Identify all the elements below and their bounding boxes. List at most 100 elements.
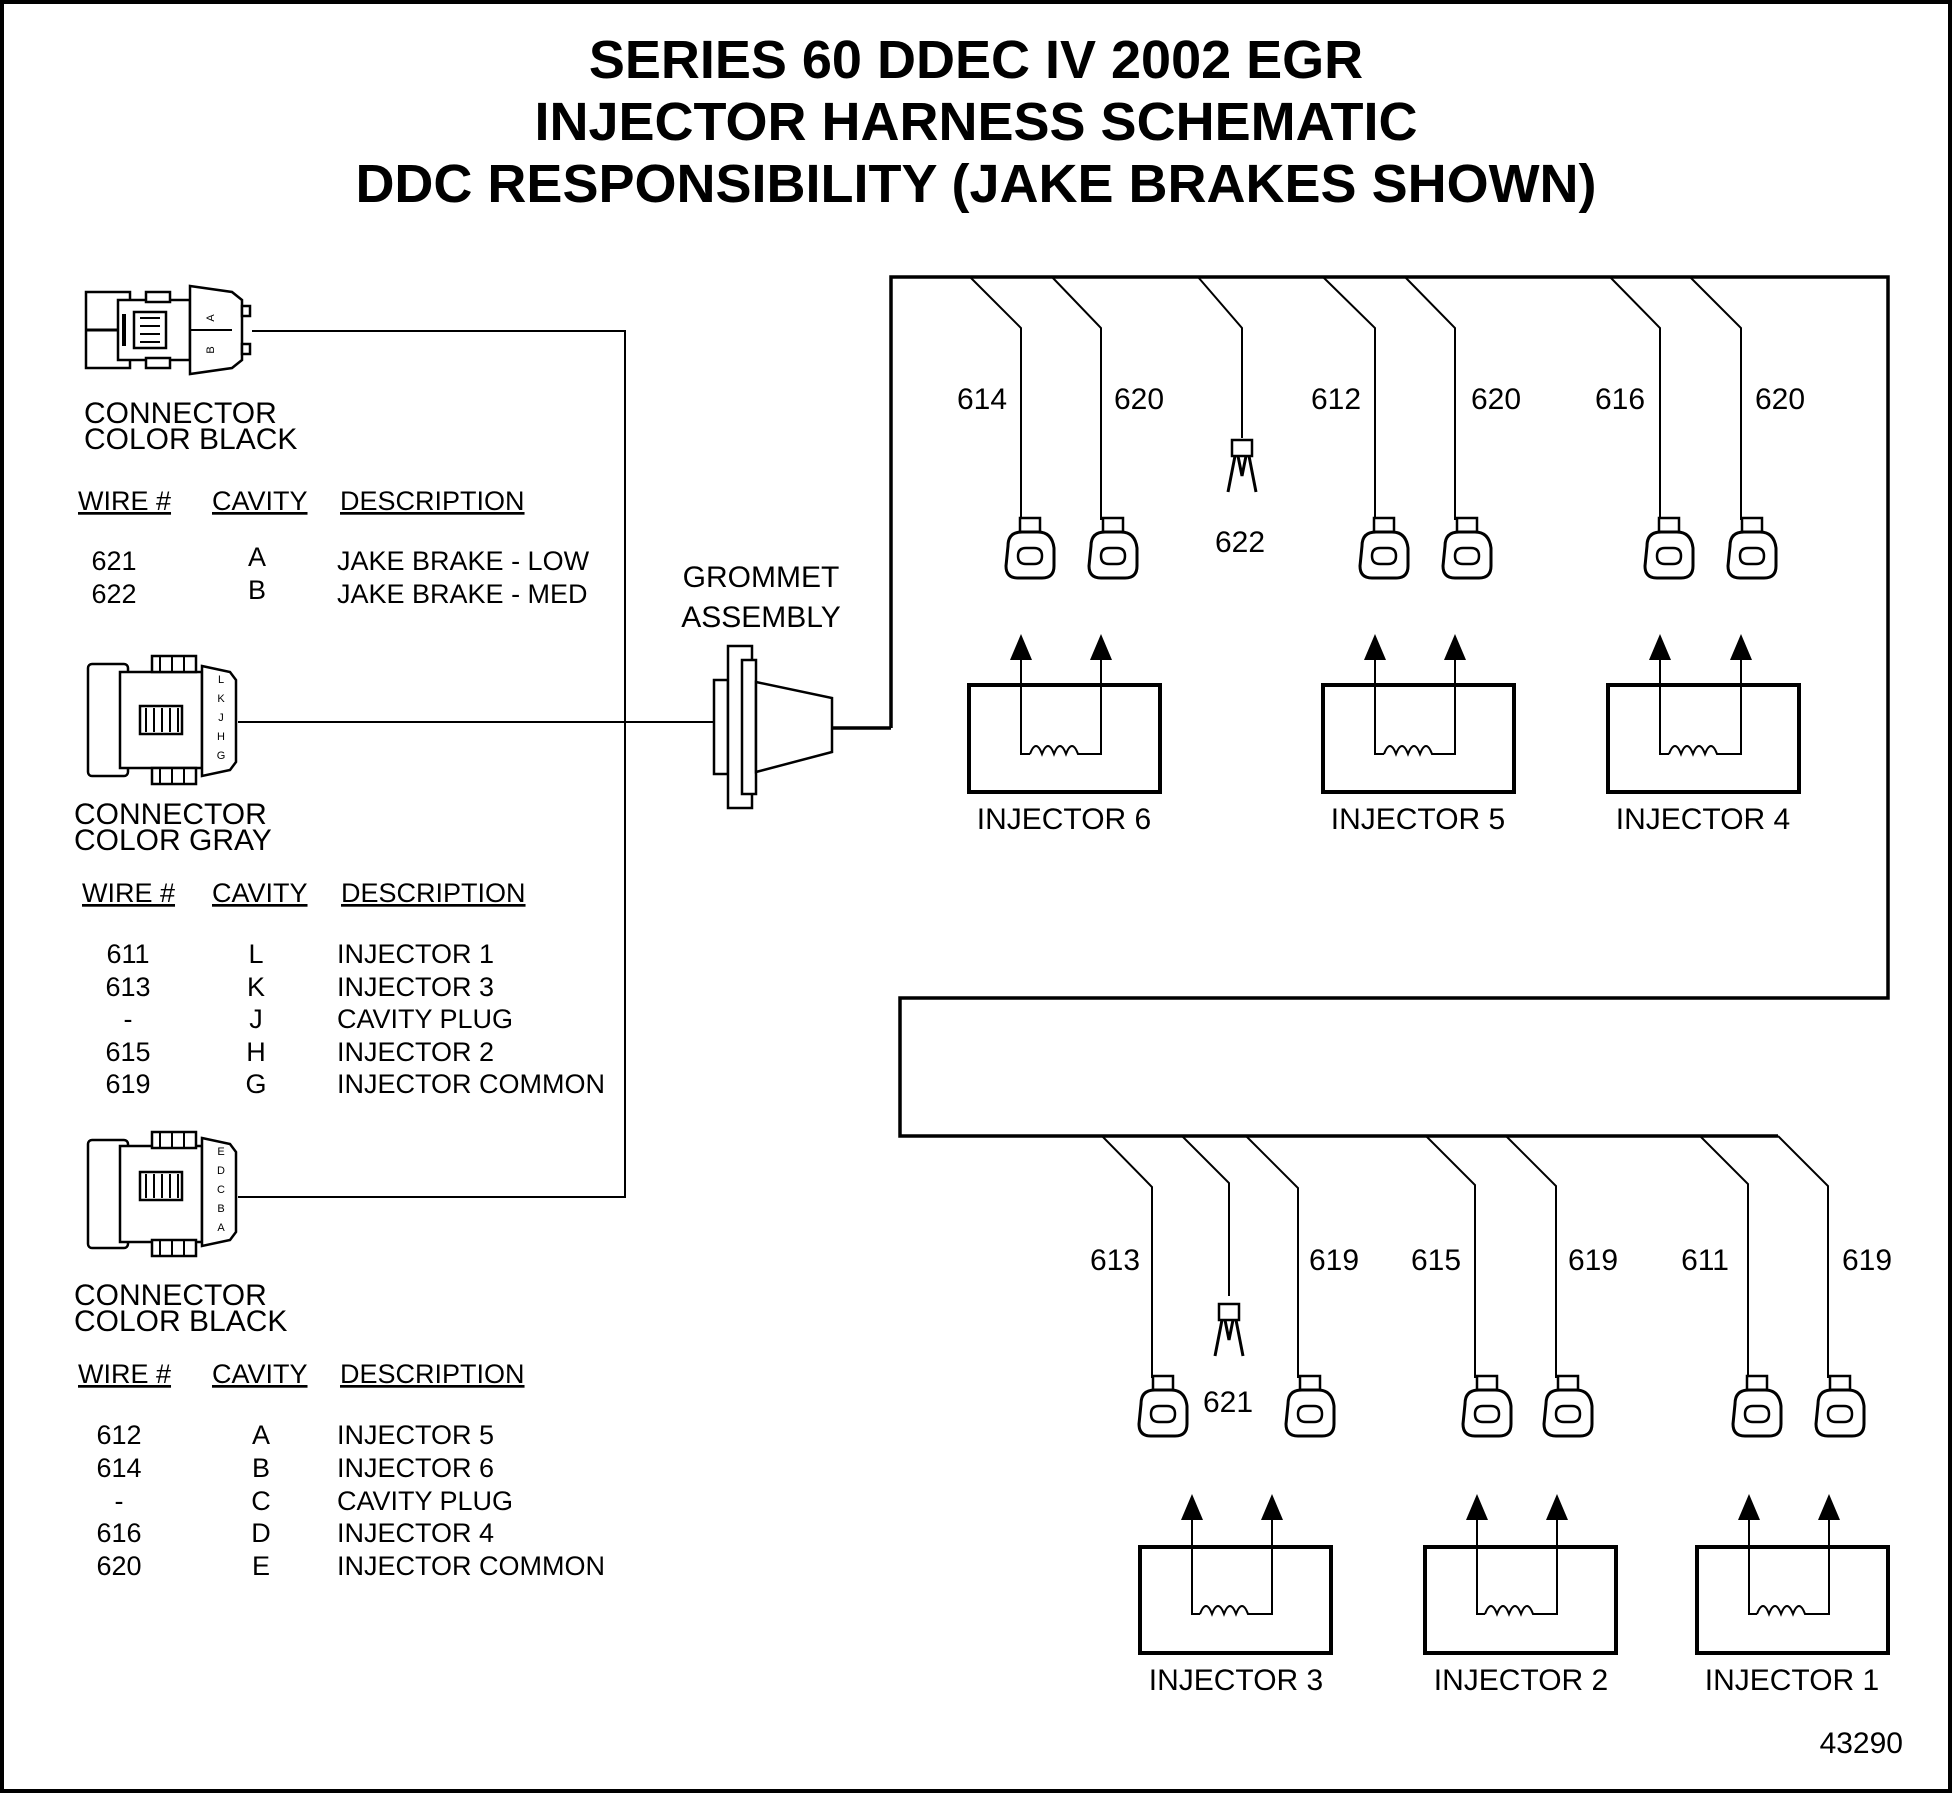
- connector-3-cavity: D: [217, 1165, 225, 1177]
- table-3-description: CAVITY PLUG: [337, 1486, 513, 1516]
- connector-harness-leads: [238, 330, 718, 1198]
- injector-terminal: [1441, 516, 1493, 580]
- grommet-label-1: GROMMET: [683, 561, 840, 594]
- injector-terminal: [1004, 516, 1056, 580]
- connector-2-label-2: COLOR GRAY: [74, 824, 272, 857]
- top-wire-numbers: 614 620 612 620 616 620 622: [957, 383, 1805, 559]
- table-2-wire: -: [124, 1004, 133, 1034]
- table-3-cavity: B: [252, 1453, 270, 1483]
- table-2-description: INJECTOR 1: [337, 939, 494, 969]
- table-2-row: 611 L INJECTOR 1: [106, 939, 494, 969]
- table-2-wire: 619: [105, 1069, 150, 1099]
- connector-2-cavity: K: [217, 693, 225, 705]
- jake-brake-plug-621: [1213, 1302, 1245, 1358]
- injector-label: INJECTOR 1: [1705, 1664, 1879, 1697]
- wire-label: 620: [1755, 383, 1805, 416]
- connector-black-2way: A B: [84, 284, 252, 376]
- connector-1-cavity-a: A: [205, 314, 217, 322]
- injector-terminal: [1087, 516, 1139, 580]
- table-1-wire: 621: [91, 546, 136, 576]
- wire-label: 619: [1568, 1244, 1618, 1277]
- table-3-row: 620 E INJECTOR COMMON: [96, 1551, 605, 1581]
- table-1-row: 622 B JAKE BRAKE - MED: [91, 575, 587, 609]
- table-3-cavity: E: [252, 1551, 270, 1581]
- table-1-header-wire: WIRE #: [78, 486, 171, 516]
- table-3-description: INJECTOR 5: [337, 1420, 494, 1450]
- injector-terminal: [1726, 516, 1778, 580]
- connector-2-cavity: H: [217, 731, 225, 743]
- table-2-row: 619 G INJECTOR COMMON: [105, 1069, 605, 1099]
- wire-label: 611: [1681, 1244, 1729, 1277]
- connector-3-cavity: C: [217, 1184, 225, 1196]
- injector-terminal: [1461, 1374, 1513, 1438]
- figure-number: 43290: [1820, 1727, 1903, 1760]
- table-1-row: 621 A JAKE BRAKE - LOW: [91, 542, 589, 576]
- table-2-header-description: DESCRIPTION: [341, 878, 526, 908]
- injector-terminal: [1137, 1374, 1189, 1438]
- table-3-wire: -: [115, 1486, 124, 1516]
- table-1-cavity: B: [248, 575, 266, 605]
- connector-black-5way: E D C B A: [86, 1130, 238, 1258]
- wire-label: 619: [1842, 1244, 1892, 1277]
- table-3-wire: 612: [96, 1420, 141, 1450]
- top-harness-branches: [969, 276, 1742, 520]
- table-3-description: INJECTOR COMMON: [337, 1551, 605, 1581]
- injector-2: INJECTOR 2: [1423, 1494, 1618, 1697]
- table-3-cavity: C: [251, 1486, 271, 1516]
- grommet-label-2: ASSEMBLY: [681, 601, 841, 634]
- connector-2-cavity: G: [217, 750, 226, 762]
- injector-label: INJECTOR 2: [1434, 1664, 1608, 1697]
- table-3-row: 616 D INJECTOR 4: [96, 1518, 494, 1548]
- injector-label: INJECTOR 3: [1149, 1664, 1323, 1697]
- table-2-description: CAVITY PLUG: [337, 1004, 513, 1034]
- table-3-header-wire: WIRE #: [78, 1359, 171, 1389]
- table-1-description: JAKE BRAKE - LOW: [337, 546, 590, 576]
- injector-3: INJECTOR 3: [1138, 1494, 1333, 1697]
- wire-label: 620: [1471, 383, 1521, 416]
- connector-1-label-2: COLOR BLACK: [84, 423, 297, 456]
- grommet-assembly: [712, 644, 891, 810]
- table-3-cavity: D: [251, 1518, 271, 1548]
- table-2-cavity: L: [248, 939, 263, 969]
- injector-label: INJECTOR 6: [977, 803, 1151, 836]
- injector-terminal: [1643, 516, 1695, 580]
- connector-3-cavity: A: [217, 1222, 225, 1234]
- injector-label: INJECTOR 4: [1616, 803, 1790, 836]
- injector-terminal: [1542, 1374, 1594, 1438]
- bottom-harness-branches: [1101, 1135, 1829, 1378]
- table-2-cavity: H: [246, 1037, 266, 1067]
- connector-3-label-1: CONNECTOR: [74, 1279, 267, 1312]
- injector-terminal: [1284, 1374, 1336, 1438]
- connector-2-label-1: CONNECTOR: [74, 798, 267, 831]
- connector-1-label-1: CONNECTOR: [84, 397, 277, 430]
- table-3-row: 612 A INJECTOR 5: [96, 1420, 494, 1450]
- table-3-row: 614 B INJECTOR 6: [96, 1453, 494, 1483]
- title-line-1: SERIES 60 DDEC IV 2002 EGR: [589, 30, 1363, 90]
- table-2-row: 613 K INJECTOR 3: [105, 972, 494, 1002]
- table-1-wire: 622: [91, 579, 136, 609]
- table-3-description: INJECTOR 4: [337, 1518, 494, 1548]
- injector-4: INJECTOR 4: [1606, 634, 1801, 836]
- injector-label: INJECTOR 5: [1331, 803, 1505, 836]
- table-3-row: - C CAVITY PLUG: [115, 1486, 514, 1516]
- wire-label: 620: [1114, 383, 1164, 416]
- table-1-description: JAKE BRAKE - MED: [337, 579, 588, 609]
- table-2-wire: 615: [105, 1037, 150, 1067]
- table-3-cavity: A: [252, 1420, 270, 1450]
- wire-label: 613: [1090, 1244, 1140, 1277]
- table-2-header-wire: WIRE #: [82, 878, 175, 908]
- table-3-header-description: DESCRIPTION: [340, 1359, 525, 1389]
- table-1-header-cavity: CAVITY: [212, 486, 308, 516]
- wire-label: 614: [957, 383, 1007, 416]
- title-line-2: INJECTOR HARNESS SCHEMATIC: [534, 92, 1417, 152]
- connector-3-label-2: COLOR BLACK: [74, 1305, 287, 1338]
- table-2-header-cavity: CAVITY: [212, 878, 308, 908]
- table-2-row: - J CAVITY PLUG: [124, 1004, 514, 1034]
- table-1-cavity: A: [248, 542, 266, 572]
- connector-1-cavity-b: B: [205, 346, 217, 353]
- injector-6: INJECTOR 6: [967, 634, 1162, 836]
- title-line-3: DDC RESPONSIBILITY (JAKE BRAKES SHOWN): [355, 154, 1596, 214]
- jake-plug-label-621: 621: [1203, 1386, 1253, 1419]
